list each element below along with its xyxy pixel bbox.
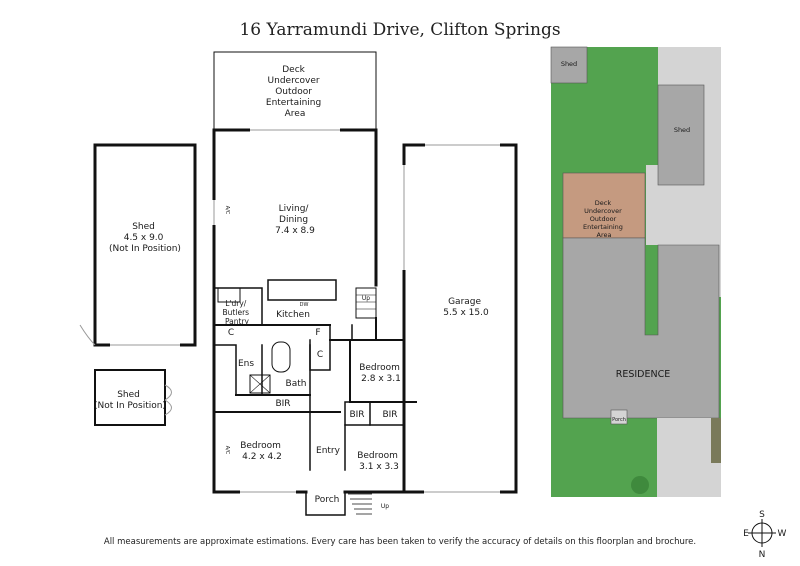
cupboard-label: C xyxy=(228,328,234,338)
ensuite-label: Ens xyxy=(238,359,254,369)
site-plan: Shed Shed Deck Undercover Outdoor Entert… xyxy=(550,46,721,497)
bir-label: BIR xyxy=(275,399,290,409)
deck-label: Deck Undercover Outdoor Entertaining Are… xyxy=(266,65,324,119)
bedroom-3-label: Bedroom 3.1 x 3.3 xyxy=(357,451,401,472)
entry-label: Entry xyxy=(316,446,341,456)
compass-e: E xyxy=(743,529,749,539)
site-residence-label: RESIDENCE xyxy=(616,369,671,380)
porch-up-label: Up xyxy=(381,503,389,510)
shed-small-label: Shed (Not In Position) xyxy=(94,390,166,411)
shed-large-label: Shed 4.5 x 9.0 (Not In Position) xyxy=(109,222,181,254)
dishwasher-label: DW xyxy=(300,302,309,308)
laundry-label: L'dry/ Butlers Pantry xyxy=(223,299,252,326)
stairs-up-label: Up xyxy=(362,295,370,302)
fridge-label: F xyxy=(315,328,320,338)
cupboard-c2-label: C xyxy=(317,350,323,360)
bir3-label: BIR xyxy=(382,410,397,420)
site-shed-right-label: Shed xyxy=(674,126,690,134)
bir2-label: BIR xyxy=(349,410,364,420)
bedroom-2-label: Bedroom 2.8 x 3.1 xyxy=(359,363,403,384)
bedroom-1-label: Bedroom 4.2 x 4.2 xyxy=(240,441,284,462)
living-dining-label: Living/ Dining 7.4 x 8.9 xyxy=(275,204,315,236)
site-shed-top-label: Shed xyxy=(561,60,577,68)
site-deck-label: Deck Undercover Outdoor Entertaining Are… xyxy=(583,199,625,239)
bath-label: Bath xyxy=(286,379,307,389)
disclaimer: All measurements are approximate estimat… xyxy=(103,537,697,547)
compass-w: W xyxy=(778,529,787,539)
ac-label: A/C xyxy=(224,206,230,215)
plan-title: 16 Yarramundi Drive, Clifton Springs xyxy=(239,20,561,40)
compass-n: N xyxy=(759,550,766,560)
garage-label: Garage 5.5 x 15.0 xyxy=(443,297,489,318)
kitchen-label: Kitchen xyxy=(276,310,310,320)
compass-icon: S N E W xyxy=(743,510,786,560)
porch-label: Porch xyxy=(315,495,340,505)
compass-s: S xyxy=(759,510,765,520)
site-porch-label: Porch xyxy=(612,417,626,423)
ac2-label: A/C xyxy=(224,446,230,455)
